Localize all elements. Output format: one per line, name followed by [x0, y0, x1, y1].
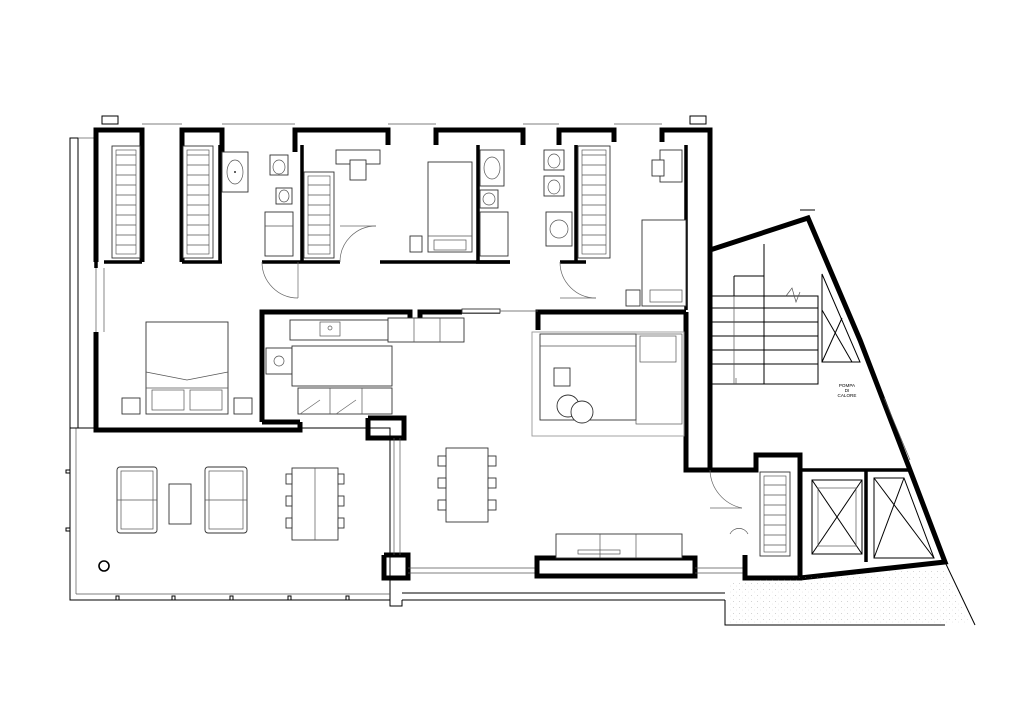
master-bedroom: [121, 321, 253, 415]
railing-posts: [65, 469, 350, 601]
outdoor-armchair-right: [204, 466, 248, 534]
living-area: [531, 331, 685, 437]
gravel-area: [728, 568, 970, 625]
staircase: [709, 244, 819, 385]
heat-pump-label-line3: CALORE: [838, 393, 857, 398]
heat-pump-label: POMPA DI CALORE: [838, 383, 857, 398]
outdoor-coffee-table: [168, 483, 192, 525]
heat-pump-label-line2: DI: [845, 388, 850, 393]
bedroom-2: [335, 149, 473, 263]
bathroom-1: [221, 151, 294, 257]
lift-shaft: [811, 479, 863, 555]
wardrobe-1: [111, 145, 141, 259]
outdoor-armchair-left: [116, 466, 158, 534]
technical-cell: [873, 477, 935, 559]
heat-pump-label-line1: POMPA: [839, 383, 856, 388]
wardrobe-2: [182, 145, 214, 259]
wardrobe-4: [577, 145, 611, 259]
entrance-door-swing: [709, 469, 743, 509]
wardrobe-3: [303, 171, 335, 259]
outdoor-dining-table: [285, 467, 345, 541]
exterior-walls: [93, 115, 976, 626]
plant-pot: [98, 560, 110, 572]
terrace: [65, 427, 391, 601]
sideboard: [555, 528, 749, 559]
wardrobe-5: [759, 471, 791, 557]
dining-table: [437, 447, 497, 523]
bedroom-3: [559, 149, 687, 307]
kitchen: [265, 317, 465, 415]
bathroom-2: [479, 149, 573, 257]
heat-pump-shaft: [821, 273, 861, 363]
